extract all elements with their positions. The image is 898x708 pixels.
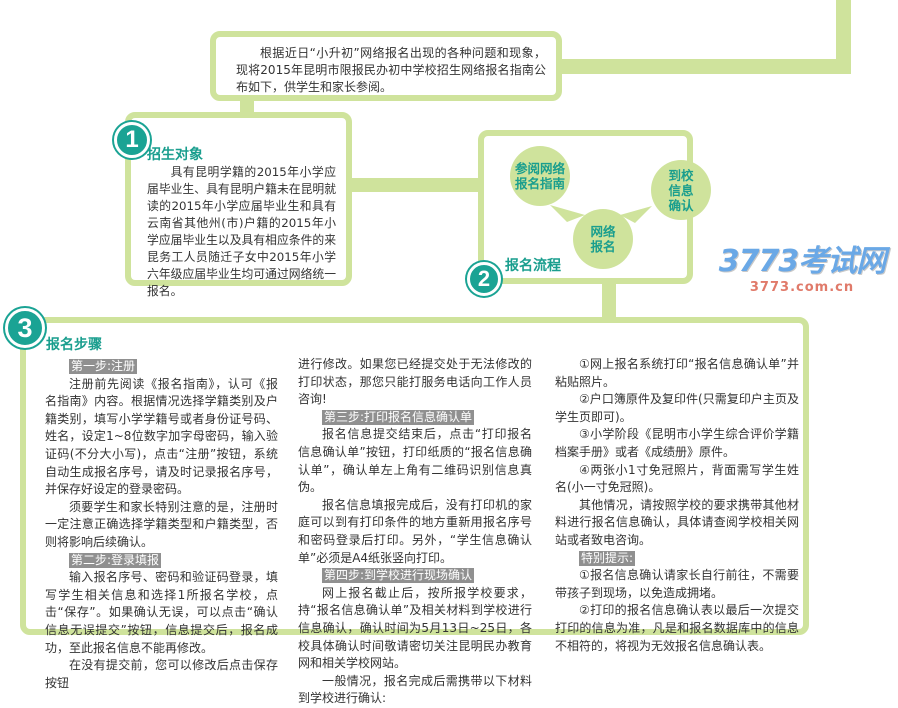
arrow-icon bbox=[620, 206, 652, 223]
flow-step-label: 到校 信息 确认 bbox=[668, 167, 694, 213]
step-label: 第四步:到学校进行现场确认 bbox=[322, 568, 475, 584]
step-label-row: 第二步:登录填报 bbox=[45, 552, 278, 570]
step-paragraph: 网上报名截止后，按所报学校要求，持“报名信息确认单”及相关材料到学校进行信息确认… bbox=[298, 585, 532, 671]
section-1-title: 招生对象 bbox=[147, 147, 203, 163]
step-paragraph: 报名信息填报完成后，没有打印机的家庭可以到有打印条件的地方重新用报名序号和密码登… bbox=[298, 497, 532, 565]
section-1-number-badge: 1 bbox=[114, 122, 150, 158]
section-1-paragraph: 具有昆明学籍的2015年小学应届毕业生、具有昆明户籍未在昆明就读的2015年小学… bbox=[147, 165, 336, 298]
step-paragraph: ④两张小1寸免冠照片，背面需写学生姓名(小一寸免冠照)。 bbox=[555, 462, 799, 495]
watermark-url: 3773.com.cn bbox=[749, 280, 855, 295]
step-label: 特别提示: bbox=[579, 550, 636, 566]
intro-box: 根据近日“小升初”网络报名出现的各种问题和现象，现将2015年昆明市限报民办初中… bbox=[210, 31, 562, 101]
flow-step-label: 网络 报名 bbox=[590, 224, 616, 254]
step-label-row: 第四步:到学校进行现场确认 bbox=[298, 567, 532, 585]
step-paragraph: ②户口簿原件及复印件(只需复印户主页及学生页即可)。 bbox=[555, 392, 799, 424]
flow-step-label: 参阅网络 报名指南 bbox=[514, 161, 565, 191]
arrow-icon bbox=[550, 205, 585, 222]
step-label: 第一步:注册 bbox=[69, 359, 138, 374]
step-label-row: 第三步:打印报名信息确认单 bbox=[298, 409, 532, 427]
step-paragraph: ②打印的报名信息确认表以最后一次提交打印的信息为准，凡是和报名数据库中的信息不相… bbox=[555, 603, 799, 653]
step-paragraph: 在没有提交前，您可以修改后点击保存按钮 bbox=[45, 658, 278, 690]
connector-top-right-horizontal bbox=[555, 59, 851, 74]
flow-step-online-registration: 网络 报名 bbox=[573, 209, 633, 269]
connector-1-to-2 bbox=[345, 178, 485, 192]
connector-top-right-vertical bbox=[836, 0, 851, 74]
step-label: 第三步:打印报名信息确认单 bbox=[322, 409, 475, 425]
step-paragraph: 注册前先阅读《报名指南》，认可《报名指南》内容。根据情况选择学籍类别及户籍类别，… bbox=[45, 376, 278, 497]
section-1-text: 具有昆明学籍的2015年小学应届毕业生、具有昆明户籍未在昆明就读的2015年小学… bbox=[147, 164, 336, 300]
steps-column-3: ①网上报名系统打印“报名信息确认单”并粘贴照片。②户口簿原件及复印件(只需复印户… bbox=[555, 356, 799, 655]
step-paragraph: ③小学阶段《昆明市小学生综合评价学籍档案手册》或者《成绩册》原件。 bbox=[555, 427, 799, 459]
step-label-row: 第一步:注册 bbox=[45, 358, 278, 376]
step-label: 第二步:登录填报 bbox=[69, 552, 162, 568]
step-paragraph: 其他情况，请按照学校的要求携带其他材料进行报名信息确认，具体请查阅学校相关网站或… bbox=[555, 497, 799, 547]
step-paragraph: 报名信息提交结束后，点击“打印报名信息确认单”按钮，打印纸质的“报名信息确认单”… bbox=[298, 427, 532, 495]
step-paragraph: 一般情况，报名完成后需携带以下材料到学校进行确认: bbox=[298, 673, 532, 706]
step-paragraph: 输入报名序号、密码和验证码登录，填写学生相关信息和选择1所报名学校，点击“保存”… bbox=[45, 570, 278, 655]
flow-step-read-guide: 参阅网络 报名指南 bbox=[510, 146, 570, 206]
section-2-title: 报名流程 bbox=[505, 258, 561, 274]
section-3-title: 报名步骤 bbox=[46, 337, 102, 353]
flow-arrows bbox=[550, 205, 652, 223]
section-2-number-badge: 2 bbox=[467, 262, 501, 296]
steps-column-2: 进行修改。如果您已经提交处于无法修改的打印状态，那您只能打服务电话向工作人员咨询… bbox=[298, 356, 532, 708]
step-paragraph: 须要学生和家长特别注意的是，注册时一定注意正确选择学籍类型和户籍类型，否则将影响… bbox=[45, 499, 278, 549]
steps-column-1: 第一步:注册注册前先阅读《报名指南》，认可《报名指南》内容。根据情况选择学籍类别… bbox=[45, 358, 278, 692]
step-label-row: 特别提示: bbox=[555, 550, 799, 568]
step-paragraph: 进行修改。如果您已经提交处于无法修改的打印状态，那您只能打服务电话向工作人员咨询… bbox=[298, 357, 532, 407]
section-3-number-badge: 3 bbox=[5, 308, 45, 348]
connector-2-to-3 bbox=[602, 280, 616, 322]
step-paragraph: ①报名信息确认请家长自行前往，不需要带孩子到现场，以免造成拥堵。 bbox=[555, 568, 799, 600]
step-paragraph: ①网上报名系统打印“报名信息确认单”并粘贴照片。 bbox=[555, 357, 799, 389]
watermark-logo: 3773考试网 3773.com.cn bbox=[712, 236, 892, 295]
intro-text: 根据近日“小升初”网络报名出现的各种问题和现象，现将2015年昆明市限报民办初中… bbox=[236, 46, 546, 94]
section-enrollment-targets: 招生对象 具有昆明学籍的2015年小学应届毕业生、具有昆明户籍未在昆明就读的20… bbox=[125, 112, 352, 298]
flow-step-school-confirmation: 到校 信息 确认 bbox=[651, 160, 711, 220]
watermark-logo-text: 3773考试网 bbox=[718, 244, 887, 279]
